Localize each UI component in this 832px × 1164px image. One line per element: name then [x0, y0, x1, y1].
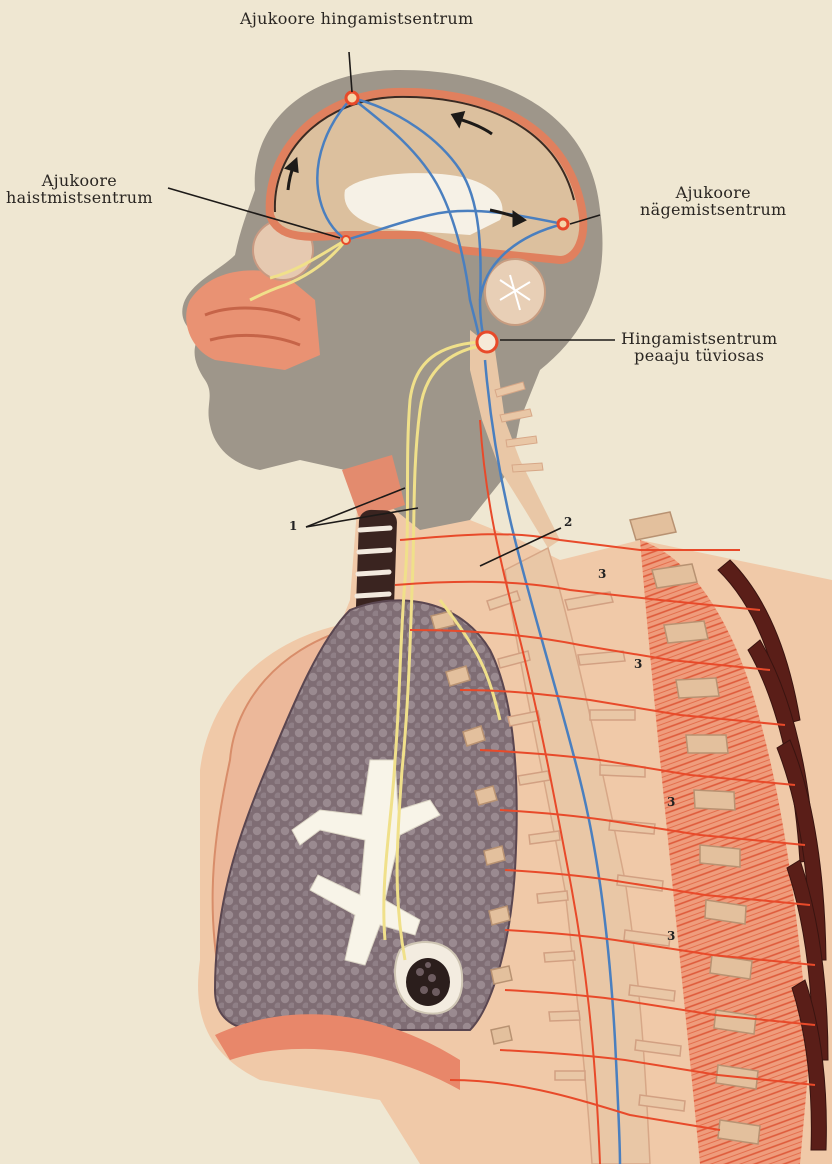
- number-3: 3: [634, 658, 642, 670]
- brainstem-center: [477, 332, 497, 352]
- number-2: 2: [564, 516, 572, 528]
- number-3: 3: [598, 568, 606, 580]
- number-1: 1: [289, 520, 297, 532]
- label-smell-center: Ajukoore haistmistsentrum: [6, 172, 153, 206]
- vision-center-dot: [558, 219, 568, 229]
- label-cortex-breathing-center: Ajukoore hingamistsentrum: [240, 10, 473, 27]
- number-3: 3: [667, 796, 675, 808]
- number-3: 3: [667, 930, 675, 942]
- cortex-breathing-center: [346, 92, 358, 104]
- label-brainstem-center: Hingamistsentrum peaaju tüviosas: [621, 330, 777, 364]
- label-vision-center: Ajukoore nägemistsentrum: [640, 184, 787, 218]
- smell-center-dot: [342, 236, 350, 244]
